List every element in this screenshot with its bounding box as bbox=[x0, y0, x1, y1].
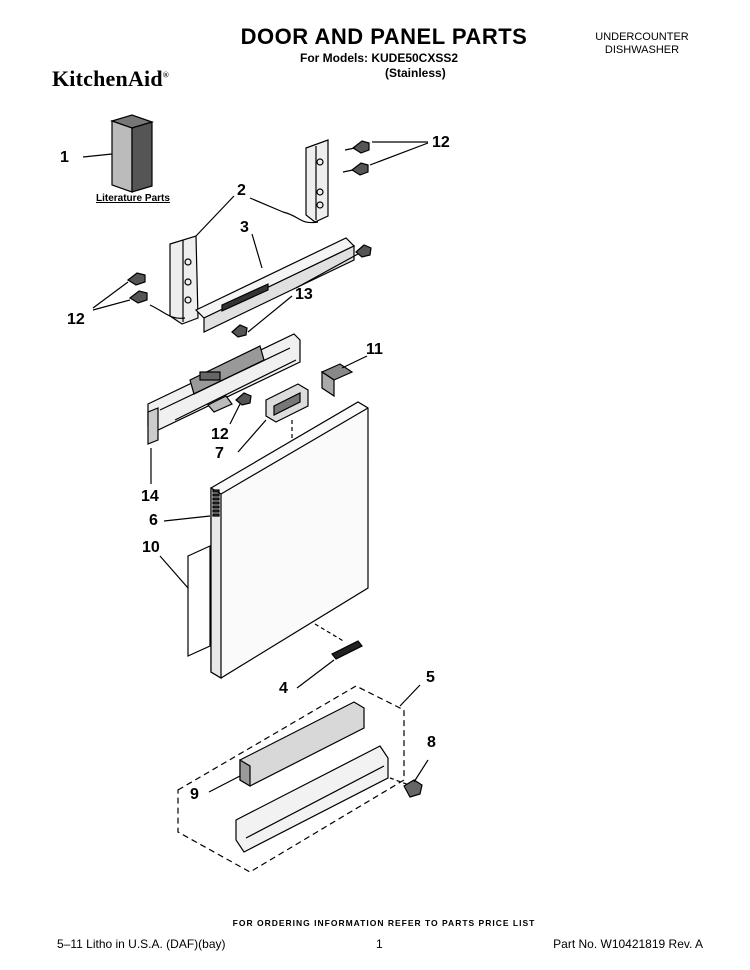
screw-top-2 bbox=[342, 162, 369, 176]
leader-line bbox=[296, 659, 335, 689]
category-line-2: DISHWASHER bbox=[604, 44, 680, 56]
kickplate bbox=[235, 745, 389, 853]
leader-line bbox=[399, 684, 421, 707]
leader-line bbox=[247, 295, 293, 333]
variant-label: (Stainless) bbox=[385, 66, 446, 80]
screw-top-1 bbox=[344, 140, 370, 154]
leader-line bbox=[163, 515, 211, 522]
callout-11: 11 bbox=[366, 341, 383, 358]
leader-line bbox=[251, 233, 263, 269]
callout-1: 1 bbox=[60, 149, 69, 166]
panel-screw-13b bbox=[231, 324, 248, 338]
models-line: For Models: KUDE50CXSS2 bbox=[300, 51, 459, 65]
registered-mark: ® bbox=[162, 70, 169, 80]
screw-middle bbox=[235, 392, 252, 406]
leader-line bbox=[195, 195, 235, 237]
left-mounting-bracket bbox=[149, 235, 199, 325]
leader-line bbox=[159, 555, 189, 589]
callout-14: 14 bbox=[141, 488, 159, 505]
literature-parts-booklet bbox=[110, 114, 154, 193]
leader-line bbox=[295, 253, 359, 289]
leader-line bbox=[92, 299, 131, 311]
door-vent-strip bbox=[212, 489, 220, 517]
ordering-note: FOR ORDERING INFORMATION REFER TO PARTS … bbox=[232, 918, 536, 928]
callout-9: 9 bbox=[190, 786, 199, 803]
callout-6: 6 bbox=[149, 512, 158, 529]
door-panel bbox=[210, 401, 369, 680]
leader-line bbox=[341, 355, 368, 369]
door-insulation bbox=[187, 545, 211, 657]
callout-5: 5 bbox=[426, 669, 435, 686]
leader-line bbox=[237, 419, 267, 453]
callout-12-top: 12 bbox=[432, 134, 450, 151]
screw-left-2 bbox=[128, 290, 148, 304]
leader-line bbox=[92, 281, 129, 309]
console-assembly bbox=[147, 333, 301, 445]
kickplate-insulation bbox=[239, 701, 365, 788]
brand-nameplate bbox=[331, 640, 363, 660]
callout-10: 10 bbox=[142, 539, 160, 556]
screw-left-1 bbox=[126, 272, 146, 286]
literature-parts-label: Literature Parts bbox=[96, 193, 170, 204]
brand-name: KitchenAid bbox=[52, 66, 163, 91]
callout-13: 13 bbox=[295, 286, 313, 303]
callout-3: 3 bbox=[240, 219, 249, 236]
leader-line bbox=[413, 759, 429, 783]
brand-logo: KitchenAid® bbox=[52, 66, 169, 92]
leader-line bbox=[208, 775, 241, 793]
litho-line: 5–11 Litho in U.S.A. (DAF)(bay) bbox=[57, 937, 226, 951]
category-line-1: UNDERCOUNTER bbox=[595, 31, 689, 43]
callout-8: 8 bbox=[427, 734, 436, 751]
leader-line bbox=[82, 153, 113, 158]
callout-12-left: 12 bbox=[67, 311, 85, 328]
kickplate-assembly-outline bbox=[177, 685, 405, 873]
product-category: UNDERCOUNTER DISHWASHER bbox=[582, 31, 702, 57]
part-number: Part No. W10421819 Rev. A bbox=[553, 937, 703, 951]
callout-7: 7 bbox=[215, 445, 224, 462]
callout-12-mid: 12 bbox=[211, 426, 229, 443]
page-number: 1 bbox=[376, 937, 383, 951]
control-panel bbox=[194, 237, 356, 333]
leader-line bbox=[249, 197, 284, 213]
leader-line bbox=[369, 142, 429, 166]
callout-2: 2 bbox=[237, 182, 246, 199]
callout-4: 4 bbox=[279, 680, 288, 697]
door-handle bbox=[265, 383, 309, 423]
leader-line bbox=[229, 403, 241, 425]
right-mounting-bracket bbox=[282, 139, 329, 224]
page-title: DOOR AND PANEL PARTS bbox=[240, 24, 528, 49]
panel-screw-13a bbox=[355, 244, 372, 258]
rating-label bbox=[320, 363, 354, 398]
kickplate-screw bbox=[403, 779, 423, 798]
